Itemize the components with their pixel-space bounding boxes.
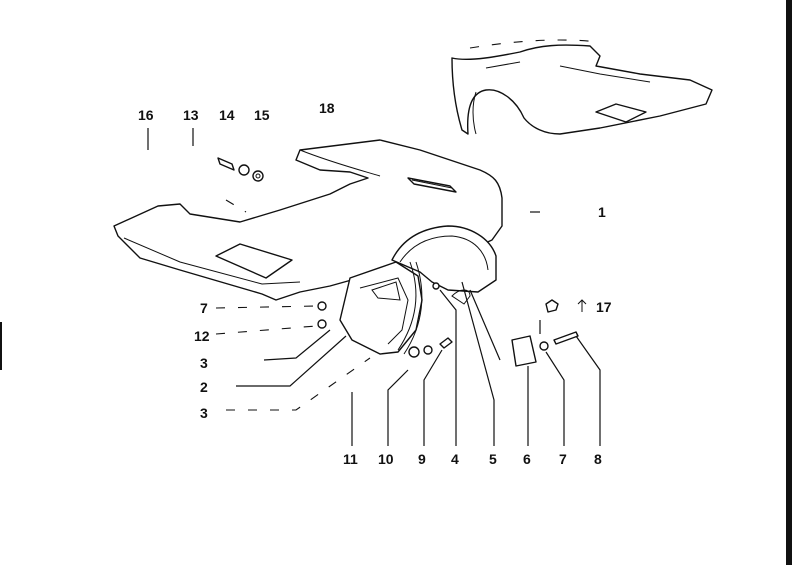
cover-plate-6	[511, 335, 537, 367]
callout-14: 14	[219, 107, 235, 123]
clip-7-right	[539, 341, 549, 351]
leader-lines	[147, 128, 601, 446]
callout-6: 6	[523, 451, 531, 467]
grommet-4	[432, 282, 440, 290]
callout-1: 1	[598, 204, 606, 220]
right-edge-bar	[786, 0, 792, 565]
rod-8	[553, 331, 579, 345]
callout-4: 4	[451, 451, 459, 467]
callout-11: 11	[343, 451, 358, 467]
callout-16: 16	[138, 107, 154, 123]
bolt-14	[217, 157, 250, 176]
callout-labels: 16 13 14 15 18 1 7 12 3 2 3 17 11 10 9 4…	[138, 100, 612, 467]
callout-7-right: 7	[559, 451, 567, 467]
callout-12: 12	[194, 328, 210, 344]
screw-path-13	[225, 199, 247, 213]
callout-2: 2	[200, 379, 208, 395]
callout-15: 15	[254, 107, 270, 123]
nut-17	[545, 299, 587, 313]
callout-10: 10	[378, 451, 394, 467]
callout-5: 5	[489, 451, 497, 467]
washer-10	[408, 346, 420, 358]
callout-13: 13	[183, 107, 199, 123]
callout-8: 8	[594, 451, 602, 467]
reference-fender-view	[451, 39, 713, 135]
nut-15	[252, 170, 264, 182]
washer-9	[423, 345, 433, 355]
callout-17: 17	[596, 299, 612, 315]
clip-12	[317, 319, 327, 329]
callout-7-left: 7	[200, 300, 208, 316]
callout-9: 9	[418, 451, 426, 467]
clip-7-left	[317, 301, 327, 311]
left-edge-mark	[0, 322, 2, 370]
callout-3-lower: 3	[200, 405, 208, 421]
callout-3-upper: 3	[200, 355, 208, 371]
bolt-9	[439, 337, 453, 349]
callout-18: 18	[319, 100, 335, 116]
front-fender	[113, 139, 503, 355]
